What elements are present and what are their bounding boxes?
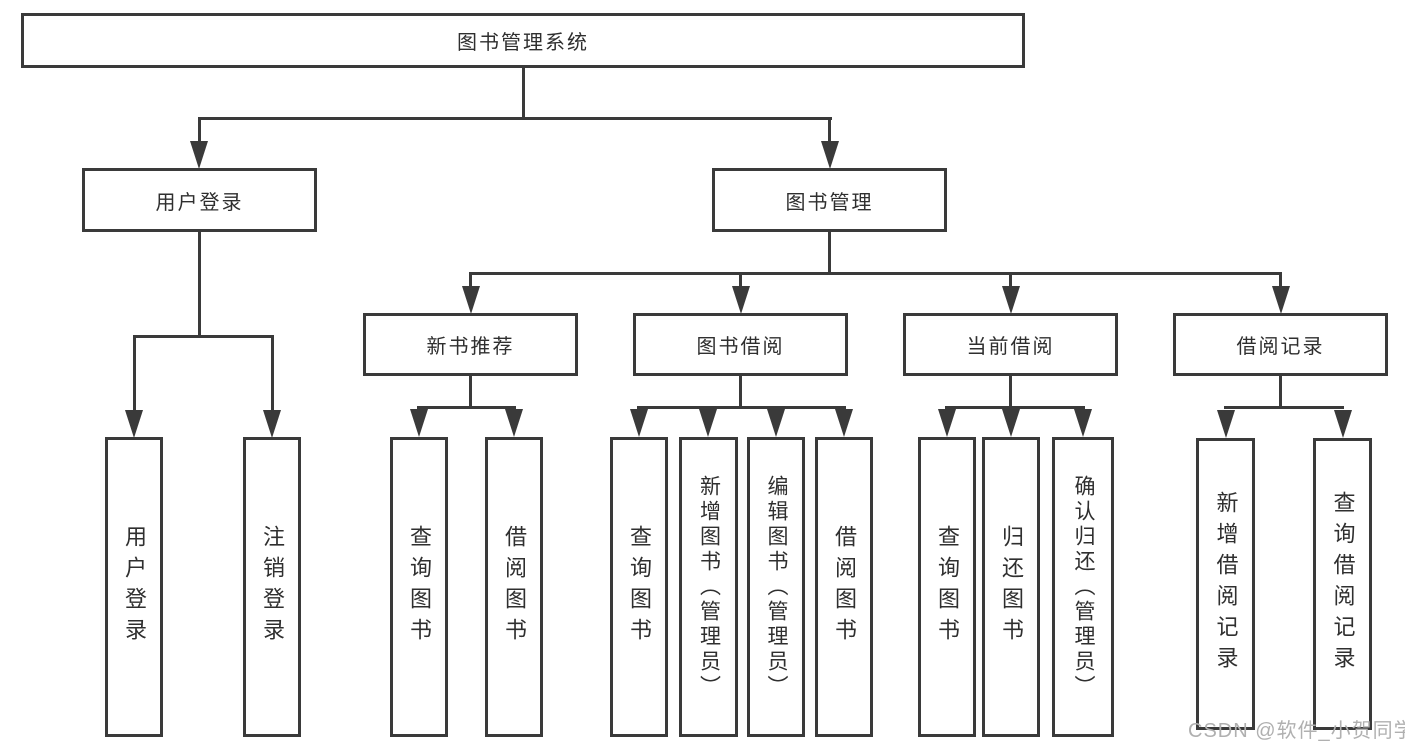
arrow-down-icon bbox=[1002, 409, 1020, 437]
node-book-management-label: 图书管理 bbox=[785, 191, 874, 214]
arrow-down-icon bbox=[1271, 286, 1290, 314]
arrow-down-icon bbox=[767, 409, 785, 437]
node-new-book-recommend: 新书推荐 bbox=[363, 313, 578, 376]
connector-line bbox=[197, 119, 201, 143]
leaf-borrow-books-recommend: 借阅图书 bbox=[485, 437, 543, 737]
connector-line bbox=[828, 232, 831, 275]
leaf-logout: 注销登录 bbox=[243, 437, 301, 737]
arrow-down-icon bbox=[1001, 286, 1020, 314]
connector-line bbox=[1279, 376, 1282, 408]
connector-line bbox=[469, 272, 1282, 275]
arrow-down-icon bbox=[938, 409, 956, 437]
node-new-book-recommend-label: 新书推荐 bbox=[426, 336, 515, 358]
connector-line bbox=[739, 376, 742, 408]
leaf-add-book-admin-label: 新增图书（管理员） bbox=[697, 474, 721, 700]
leaf-query-books-current: 查询图书 bbox=[918, 437, 976, 737]
leaf-query-borrow-record: 查询借阅记录 bbox=[1313, 438, 1372, 730]
connector-line bbox=[739, 274, 742, 288]
node-user-login-label: 用户登录 bbox=[155, 191, 244, 214]
node-current-borrow: 当前借阅 bbox=[903, 313, 1118, 376]
arrow-down-icon bbox=[1074, 409, 1092, 437]
node-user-login: 用户登录 bbox=[82, 168, 317, 232]
leaf-borrow-books-borrow-label: 借阅图书 bbox=[832, 525, 857, 649]
leaf-confirm-return-admin: 确认归还（管理员） bbox=[1052, 437, 1114, 737]
leaf-query-books-current-label: 查询图书 bbox=[935, 525, 960, 649]
node-borrow-records: 借阅记录 bbox=[1173, 313, 1388, 376]
leaf-query-books-recommend-label: 查询图书 bbox=[407, 525, 432, 649]
arrow-down-icon bbox=[190, 141, 208, 169]
connector-line bbox=[637, 406, 846, 409]
leaf-return-book-label: 归还图书 bbox=[999, 525, 1024, 649]
connector-line bbox=[270, 337, 274, 411]
connector-line bbox=[1224, 406, 1344, 409]
leaf-add-borrow-record-label: 新增借阅记录 bbox=[1213, 491, 1239, 677]
connector-line bbox=[417, 406, 516, 409]
node-book-borrow-label: 图书借阅 bbox=[696, 336, 785, 358]
arrow-down-icon bbox=[263, 410, 281, 438]
leaf-logout-label: 注销登录 bbox=[260, 525, 285, 649]
leaf-query-books-borrow: 查询图书 bbox=[610, 437, 668, 737]
node-book-management: 图书管理 bbox=[712, 168, 947, 232]
connector-line bbox=[197, 117, 832, 120]
leaf-query-books-borrow-label: 查询图书 bbox=[627, 525, 652, 649]
arrow-down-icon bbox=[835, 409, 853, 437]
leaf-add-book-admin: 新增图书（管理员） bbox=[679, 437, 738, 737]
connector-line bbox=[132, 335, 274, 338]
connector-line bbox=[1279, 274, 1282, 288]
connector-line bbox=[1009, 376, 1012, 408]
connector-line bbox=[469, 376, 472, 408]
connector-line bbox=[521, 68, 525, 120]
arrow-down-icon bbox=[731, 286, 750, 314]
leaf-edit-book-admin-label: 编辑图书（管理员） bbox=[765, 474, 788, 700]
node-current-borrow-label: 当前借阅 bbox=[966, 336, 1055, 358]
arrow-down-icon bbox=[699, 409, 717, 437]
node-borrow-records-label: 借阅记录 bbox=[1236, 336, 1325, 358]
leaf-query-borrow-record-label: 查询借阅记录 bbox=[1330, 491, 1356, 677]
leaf-borrow-books-recommend-label: 借阅图书 bbox=[502, 525, 527, 649]
arrow-down-icon bbox=[461, 286, 480, 314]
leaf-user-login-label: 用户登录 bbox=[122, 525, 147, 649]
arrow-down-icon bbox=[1333, 410, 1352, 438]
connector-line bbox=[132, 337, 136, 411]
leaf-add-borrow-record: 新增借阅记录 bbox=[1196, 438, 1255, 730]
node-root: 图书管理系统 bbox=[21, 13, 1025, 68]
leaf-user-login: 用户登录 bbox=[105, 437, 163, 737]
arrow-down-icon bbox=[410, 409, 428, 437]
connector-line bbox=[197, 232, 201, 338]
arrow-down-icon bbox=[820, 141, 839, 169]
arrow-down-icon bbox=[125, 410, 143, 438]
leaf-confirm-return-admin-label: 确认归还（管理员） bbox=[1072, 474, 1095, 700]
leaf-return-book: 归还图书 bbox=[982, 437, 1040, 737]
arrow-down-icon bbox=[505, 409, 523, 437]
connector-line bbox=[828, 119, 831, 143]
connector-line bbox=[469, 274, 472, 288]
leaf-edit-book-admin: 编辑图书（管理员） bbox=[747, 437, 805, 737]
arrow-down-icon bbox=[1216, 410, 1235, 438]
leaf-query-books-recommend: 查询图书 bbox=[390, 437, 448, 737]
csdn-watermark: CSDN @软件_小贺同学 bbox=[1188, 720, 1405, 742]
arrow-down-icon bbox=[630, 409, 648, 437]
connector-line bbox=[945, 406, 1085, 409]
node-root-label: 图书管理系统 bbox=[457, 32, 589, 54]
connector-line bbox=[1009, 274, 1012, 288]
node-book-borrow: 图书借阅 bbox=[633, 313, 848, 376]
leaf-borrow-books-borrow: 借阅图书 bbox=[815, 437, 873, 737]
